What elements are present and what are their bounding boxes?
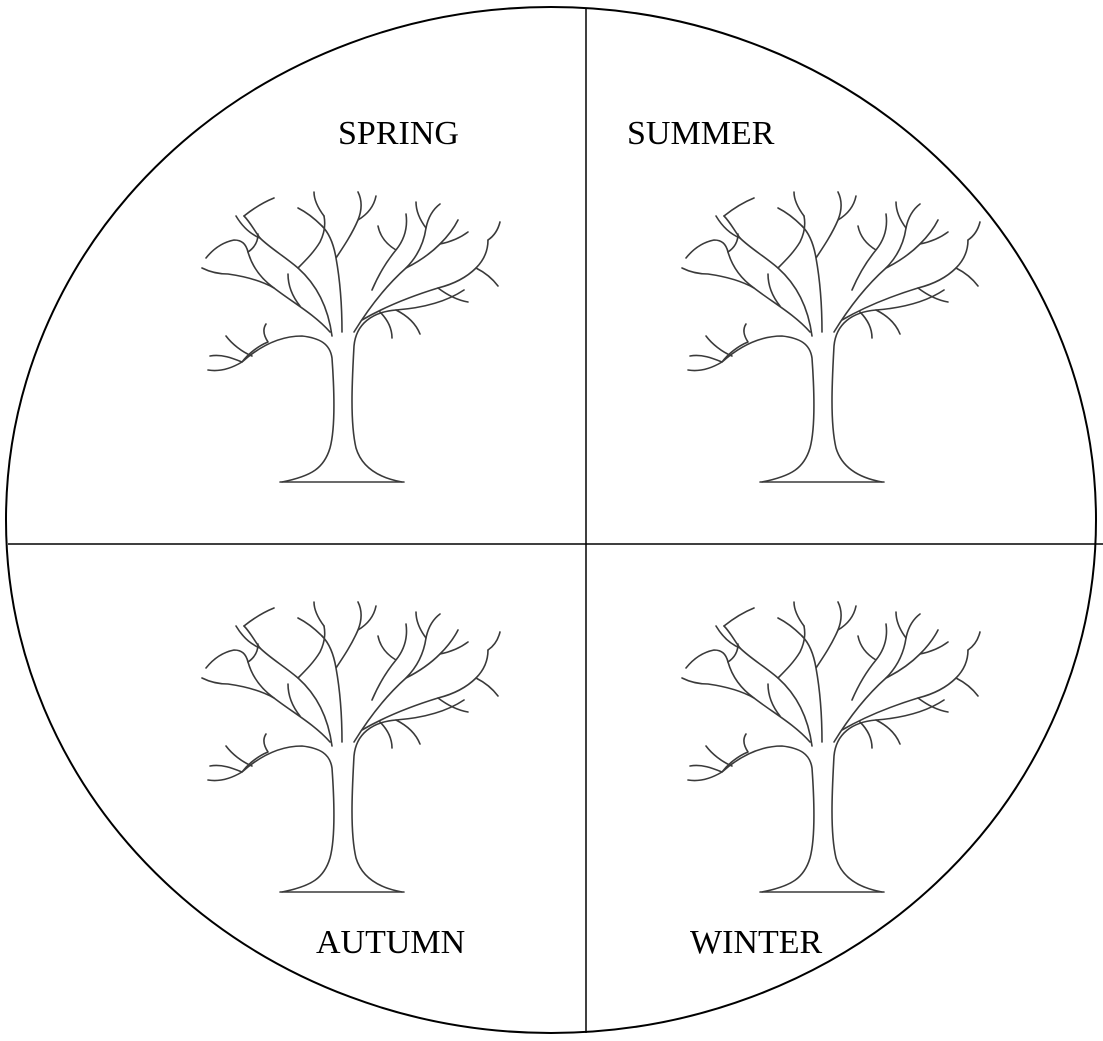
bare-tree-icon: [202, 602, 500, 892]
season-label-winter: WINTER: [690, 924, 823, 961]
bare-tree-icon: [682, 192, 980, 482]
quadrant-autumn: AUTUMN: [202, 602, 500, 961]
bare-tree-icon: [682, 602, 980, 892]
season-label-autumn: AUTUMN: [316, 924, 465, 961]
outer-circle: [6, 7, 1096, 1033]
quadrant-spring: SPRING: [202, 115, 500, 482]
quadrant-winter: WINTER: [682, 602, 980, 961]
season-label-spring: SPRING: [338, 115, 459, 152]
season-label-summer: SUMMER: [627, 115, 775, 152]
quadrant-summer: SUMMER: [627, 115, 980, 482]
bare-tree-icon: [202, 192, 500, 482]
